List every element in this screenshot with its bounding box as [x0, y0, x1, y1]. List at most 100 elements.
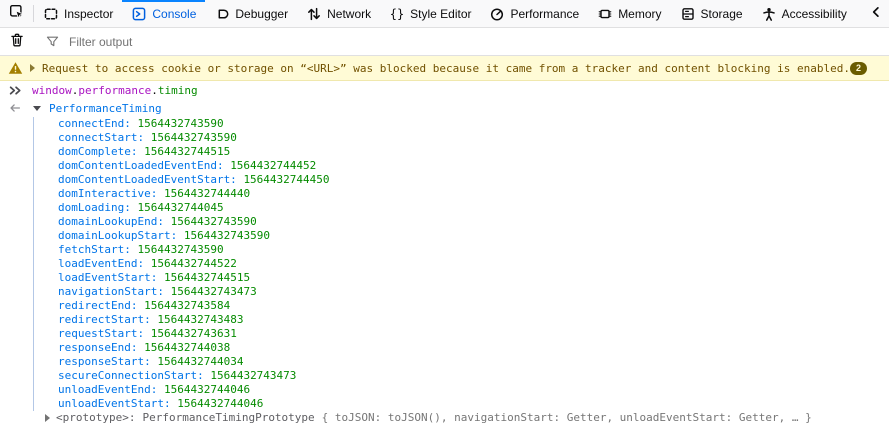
tab-inspector[interactable]: Inspector: [34, 0, 122, 27]
network-arrows-icon: [306, 6, 322, 22]
storage-icon: [680, 6, 696, 22]
property-value: 1564432744450: [243, 173, 330, 186]
chevron-left-icon: [868, 4, 884, 23]
property-row[interactable]: secureConnectionStart: 1564432743473: [0, 369, 889, 383]
property-row[interactable]: domContentLoadedEventStart: 156443274445…: [0, 173, 889, 187]
pick-element-button[interactable]: [0, 0, 33, 27]
tab-performance[interactable]: Performance: [480, 0, 588, 27]
property-row[interactable]: unloadEventEnd: 1564432744046: [0, 383, 889, 397]
property-row[interactable]: domainLookupEnd: 1564432743590: [0, 215, 889, 229]
tab-storage[interactable]: Storage: [671, 0, 752, 27]
property-name: domLoading:: [58, 201, 138, 214]
property-row[interactable]: redirectStart: 1564432743483: [0, 313, 889, 327]
braces-icon: {}: [389, 6, 405, 22]
command-segment: .: [151, 84, 158, 97]
warning-text: Request to access cookie or storage on “…: [42, 61, 850, 75]
property-row[interactable]: domInteractive: 1564432744440: [0, 187, 889, 201]
property-row[interactable]: domainLookupStart: 1564432743590: [0, 229, 889, 243]
property-value: 1564432743590: [150, 131, 237, 144]
result-row[interactable]: PerformanceTiming: [0, 100, 889, 116]
property-row[interactable]: redirectEnd: 1564432743584: [0, 299, 889, 313]
console-toolbar: [0, 28, 889, 56]
tab-label: Accessibility: [781, 6, 847, 21]
property-name: redirectEnd:: [58, 299, 145, 312]
chip-icon: [597, 6, 613, 22]
property-value: 1564432744452: [230, 159, 317, 172]
property-value: 1564432744522: [150, 257, 237, 270]
command-echo-row: window.performance.timing: [0, 81, 889, 100]
property-row[interactable]: responseStart: 1564432744034: [0, 355, 889, 369]
property-name: navigationStart:: [58, 285, 171, 298]
property-row[interactable]: loadEventEnd: 1564432744522: [0, 257, 889, 271]
command-segment: timing: [157, 84, 198, 97]
property-row[interactable]: unloadEventStart: 1564432744046: [0, 397, 889, 411]
tab-debugger[interactable]: Debugger: [205, 0, 297, 27]
property-row[interactable]: requestStart: 1564432743631: [0, 327, 889, 341]
property-row[interactable]: domContentLoadedEventEnd: 1564432744452: [0, 159, 889, 173]
property-row[interactable]: connectEnd: 1564432743590: [0, 117, 889, 131]
property-row[interactable]: navigationStart: 1564432743473: [0, 285, 889, 299]
property-name: responseEnd:: [58, 341, 145, 354]
property-row[interactable]: domLoading: 1564432744045: [0, 201, 889, 215]
command-segment: window: [32, 84, 72, 97]
debugger-icon: [214, 6, 230, 22]
warning-icon: [8, 61, 23, 75]
tab-style-editor[interactable]: {} Style Editor: [380, 0, 480, 27]
tab-label: Console: [152, 6, 197, 21]
property-row[interactable]: loadEventStart: 1564432744515: [0, 271, 889, 285]
property-name: domContentLoadedEventStart:: [58, 173, 244, 186]
property-row[interactable]: fetchStart: 1564432743590: [0, 243, 889, 257]
property-value: 1564432743631: [150, 327, 237, 340]
property-value: 1564432743473: [170, 285, 257, 298]
tab-memory[interactable]: Memory: [588, 0, 670, 27]
property-name: connectEnd:: [58, 117, 138, 130]
property-value: 1564432743483: [157, 313, 244, 326]
property-name: responseStart:: [58, 355, 158, 368]
property-value: 1564432743590: [137, 243, 224, 256]
command-segment: .: [71, 84, 79, 97]
tab-label: Performance: [510, 6, 580, 21]
property-value: 1564432744038: [144, 341, 231, 354]
prototype-row[interactable]: <prototype>: PerformanceTimingPrototype …: [0, 411, 889, 425]
tabbar-tabs: Inspector Console Debugger Network {} Style E…: [34, 0, 856, 27]
command-text: window.performance.timing: [32, 84, 198, 97]
filter-funnel-icon: [45, 34, 60, 49]
tab-label: Memory: [618, 6, 662, 21]
filter-output-input[interactable]: [67, 28, 889, 55]
property-name: domainLookupStart:: [58, 229, 184, 242]
property-row[interactable]: domComplete: 1564432744515: [0, 145, 889, 159]
property-value: 1564432744045: [137, 201, 224, 214]
toolbar-separator: [33, 5, 34, 22]
property-value: 1564432743590: [183, 229, 270, 242]
inspector-icon: [43, 6, 59, 22]
property-row[interactable]: connectStart: 1564432743590: [0, 131, 889, 145]
property-value: 1564432743590: [170, 215, 257, 228]
expand-prototype-icon[interactable]: [45, 414, 50, 422]
expand-warning-icon[interactable]: [30, 64, 35, 72]
collapse-object-icon[interactable]: [33, 105, 41, 111]
prototype-class: PerformanceTimingPrototype: [142, 411, 315, 424]
property-value: 1564432744046: [163, 383, 251, 396]
property-value: 1564432744440: [163, 187, 251, 200]
property-name: unloadEventEnd:: [58, 383, 164, 396]
pick-element-icon: [9, 4, 25, 23]
property-name: loadEventEnd:: [58, 257, 151, 270]
object-class-name[interactable]: PerformanceTiming: [49, 101, 162, 115]
property-value: 1564432743473: [210, 369, 297, 382]
clear-console-button[interactable]: [0, 32, 33, 51]
warning-message-row[interactable]: Request to access cookie or storage on “…: [0, 56, 889, 81]
collapse-tabs-button[interactable]: [863, 0, 889, 27]
property-value: 1564432743584: [144, 299, 231, 312]
tab-accessibility[interactable]: Accessibility: [752, 0, 856, 27]
accessibility-icon: [761, 6, 777, 22]
property-row[interactable]: responseEnd: 1564432744038: [0, 341, 889, 355]
tab-console[interactable]: Console: [122, 0, 205, 27]
property-name: domContentLoadedEventEnd:: [58, 159, 231, 172]
property-name: connectStart:: [58, 131, 151, 144]
return-arrow-icon: [8, 101, 22, 115]
tab-label: Debugger: [235, 6, 289, 21]
console-output: Request to access cookie or storage on “…: [0, 56, 889, 425]
tab-label: Style Editor: [410, 6, 472, 21]
tab-network[interactable]: Network: [297, 0, 380, 27]
